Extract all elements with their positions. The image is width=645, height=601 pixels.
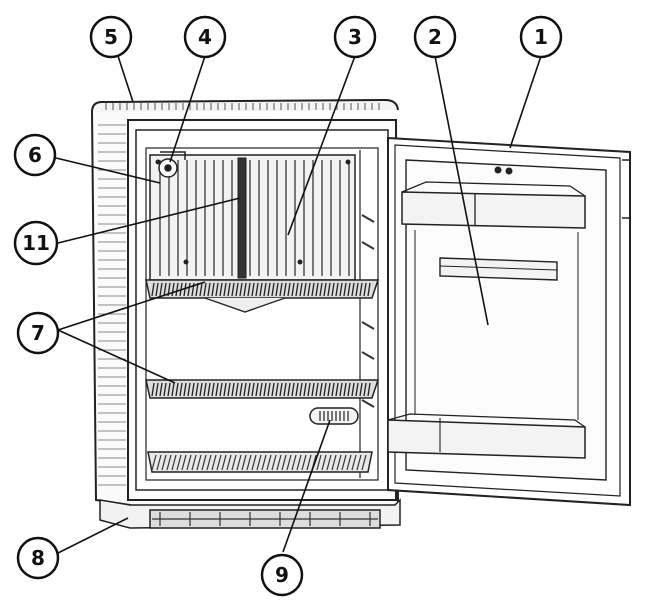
svg-text:11: 11 [22,231,50,255]
svg-text:8: 8 [31,546,45,570]
leader-3 [287,55,356,236]
leader-4 [169,55,206,163]
door [387,136,631,507]
callout-3: 3 [333,15,377,59]
leader-5 [117,55,134,103]
callout-9: 9 [260,553,304,597]
interior-light [309,407,359,425]
callout-1: 1 [519,15,563,59]
base-vent [99,498,401,529]
leader-8 [57,517,129,554]
leader-11 [57,197,241,244]
callout-11: 11 [13,220,59,266]
callout-2: 2 [413,15,457,59]
leader-7a [57,281,206,331]
leader-1 [509,55,542,149]
leader-lines [55,55,542,554]
callout-7: 7 [16,311,60,355]
bottom-grid [147,451,373,473]
svg-text:9: 9 [275,563,289,587]
svg-text:7: 7 [31,321,45,345]
callout-5: 5 [89,15,133,59]
svg-text:1: 1 [534,25,548,49]
svg-text:4: 4 [198,25,212,49]
thermostat-knob [158,151,186,178]
leader-9 [282,419,331,553]
svg-text:3: 3 [348,25,362,49]
shelf-supports [361,214,375,408]
callout-6: 6 [13,133,57,177]
leader-2 [434,55,489,326]
callout-4: 4 [183,15,227,59]
svg-text:2: 2 [428,25,442,49]
leader-7b [57,329,176,384]
leader-6 [55,157,161,184]
svg-text:6: 6 [28,143,42,167]
lower-shelf [145,379,380,399]
evaporator-panel [149,154,356,281]
svg-text:5: 5 [104,25,118,49]
callout-8: 8 [16,536,60,580]
upper-shelf [145,279,380,313]
